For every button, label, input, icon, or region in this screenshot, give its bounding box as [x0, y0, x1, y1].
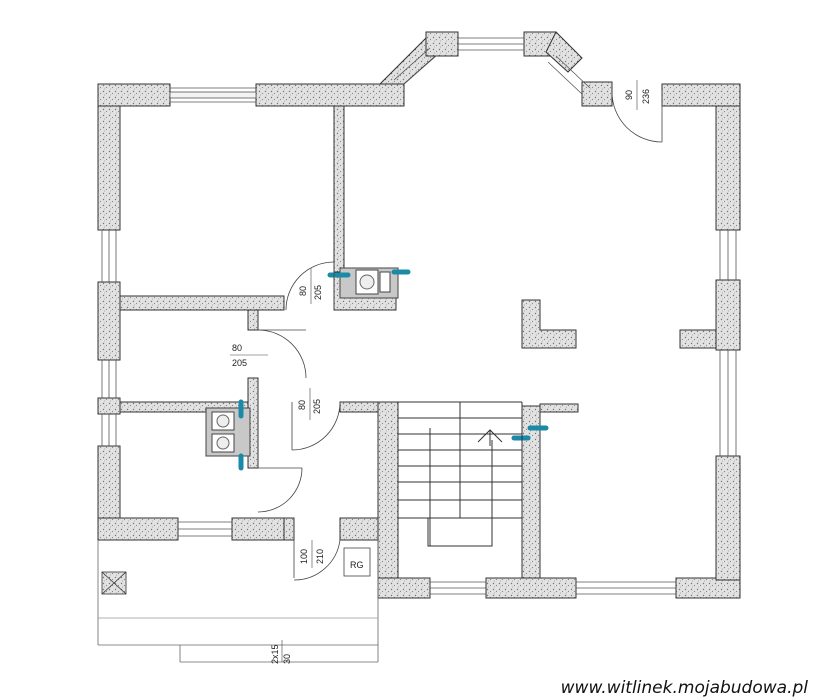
door-1-width: 80 — [298, 286, 308, 296]
wall-right-upper — [715, 105, 741, 231]
door-3 — [291, 401, 341, 451]
pillar-l — [521, 299, 577, 349]
step-dim-2: 30 — [282, 654, 292, 664]
rg-label: RG — [350, 560, 364, 570]
wall-room1-right — [333, 105, 345, 275]
door-1-height: 205 — [313, 285, 323, 300]
door-2-height: 205 — [232, 358, 247, 368]
door-dimensions: 80 205 80 205 80 205 90 236 100 210 — [230, 80, 651, 568]
window-bay-center — [458, 37, 524, 51]
window-bottom-3 — [576, 581, 676, 595]
window-left-2 — [101, 360, 117, 398]
wall-left-low — [97, 397, 121, 415]
wall-bottom-left — [97, 517, 179, 541]
window-bottom-2 — [430, 581, 486, 595]
flue-3-circle — [216, 436, 230, 450]
wall-top-left — [97, 83, 171, 107]
wall-corridor-vert — [247, 309, 259, 331]
step-dimensions: 2x15 30 — [270, 640, 292, 664]
flue-1-circle — [359, 274, 375, 290]
wall-right-low — [715, 455, 741, 581]
window-bottom-1 — [178, 521, 232, 537]
wall-top-mid — [255, 83, 405, 107]
window-top-1 — [169, 87, 257, 103]
staircase — [397, 401, 523, 547]
door-5-width: 100 — [299, 549, 309, 564]
door-5-height: 210 — [315, 549, 325, 564]
wall-hall-stub — [339, 401, 379, 413]
wall-stair-right — [521, 405, 541, 579]
rg-box — [343, 547, 371, 577]
wall-bottom-stair — [377, 577, 431, 599]
window-bay-left — [393, 47, 437, 85]
chimney-upper — [327, 267, 411, 311]
door-2-width: 80 — [232, 343, 242, 353]
pier-right — [679, 329, 717, 349]
bay-end-right — [581, 81, 613, 107]
door-swings — [257, 90, 663, 581]
window-left-1 — [101, 230, 117, 282]
window-bay-right — [547, 55, 591, 95]
door-2 — [257, 329, 307, 379]
window-left-3 — [101, 414, 117, 446]
door-bath — [257, 467, 303, 513]
flue-2-circle — [216, 414, 230, 428]
door-3-height: 205 — [312, 399, 322, 414]
windows — [101, 37, 737, 595]
bay-pier-left — [425, 31, 459, 57]
door-4-width: 90 — [624, 90, 634, 100]
terrace — [97, 540, 379, 663]
chimney-lower — [205, 399, 251, 471]
wall-stair-top — [539, 403, 579, 413]
door-1 — [285, 261, 335, 311]
wall-top-right — [661, 83, 741, 107]
wall-bottom-entry — [339, 517, 379, 541]
interior-walls — [119, 105, 717, 541]
wall-bottom-stair-2 — [485, 577, 577, 599]
stair-landing — [427, 517, 493, 547]
wall-entry-left — [283, 517, 295, 541]
watermark: www.witlinek.mojabudowa.pl — [561, 678, 809, 698]
door-4-height: 236 — [641, 89, 651, 104]
wall-bottom-left-2 — [231, 517, 285, 541]
window-right-1 — [719, 230, 737, 280]
wall-left-mid — [97, 281, 121, 361]
wall-right-mid — [715, 279, 741, 351]
wall-left-upper — [97, 105, 121, 231]
window-right-2 — [719, 350, 737, 456]
door-4 — [611, 90, 663, 143]
bay-wall-right — [545, 31, 583, 73]
exterior-walls — [97, 31, 741, 599]
door-3-width: 80 — [297, 400, 307, 410]
wall-stair-left — [377, 401, 399, 579]
wall-room1-bottom — [119, 295, 285, 311]
wall-bottom-right — [675, 577, 741, 599]
door-5 — [293, 539, 341, 581]
step-dim-1: 2x15 — [270, 644, 280, 664]
